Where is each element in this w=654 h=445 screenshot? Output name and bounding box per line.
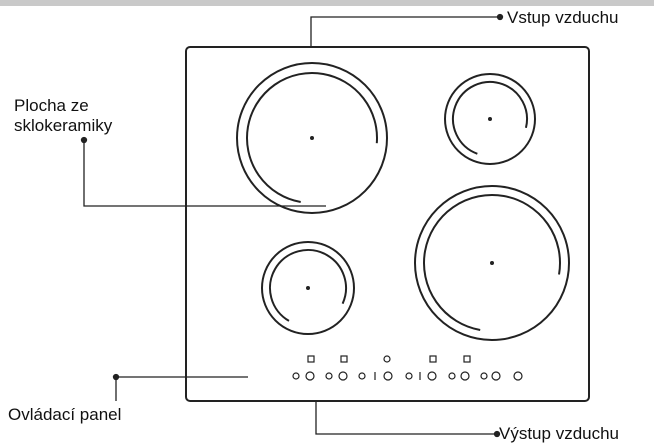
cooktop-outline	[185, 46, 590, 402]
label-air-outlet: Výstup vzduchu	[499, 424, 620, 443]
burner-bottom-left	[261, 241, 355, 335]
label-control-panel: Ovládací panel	[8, 405, 122, 424]
burner-bottom-right	[414, 185, 570, 341]
leader-glass-ceramic	[80, 136, 326, 207]
label-glass-ceramic-line1: Plocha ze	[14, 96, 89, 115]
label-air-inlet: Vstup vzduchu	[507, 8, 619, 27]
top-border	[0, 0, 654, 6]
label-glass-ceramic-line2: sklokeramiky	[14, 116, 113, 135]
burner-top-left	[236, 62, 388, 214]
burner-top-right	[444, 73, 536, 165]
leader-air-inlet	[310, 13, 504, 47]
leader-air-outlet	[315, 401, 501, 438]
control-panel	[292, 355, 523, 381]
leader-control-panel	[112, 373, 248, 401]
